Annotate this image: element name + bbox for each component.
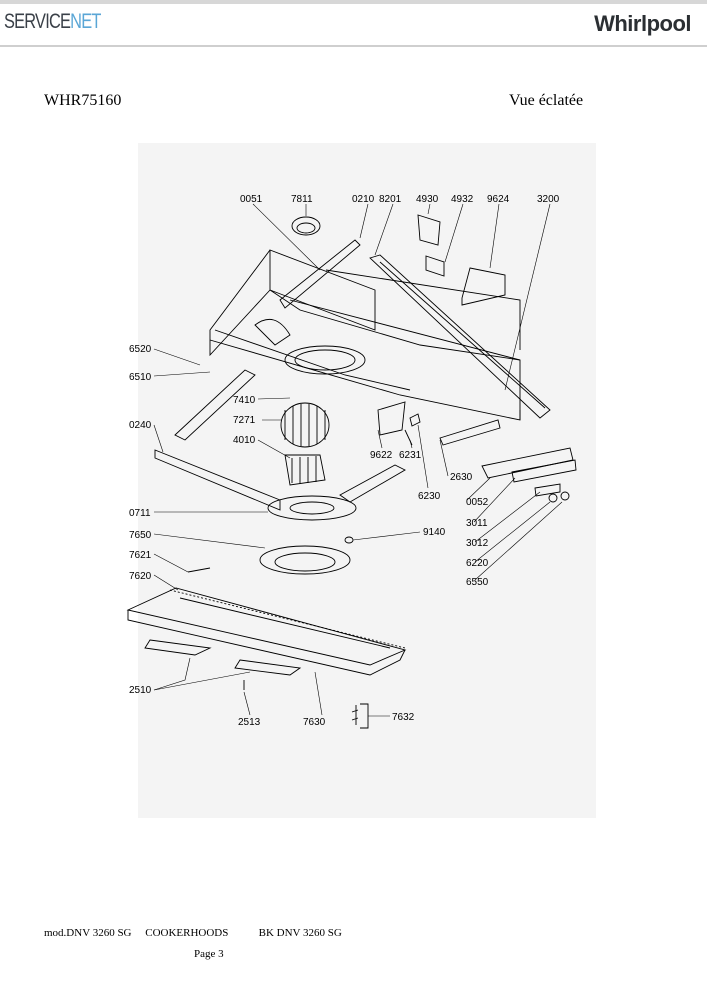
part-label-6230: 6230: [418, 491, 441, 502]
view-title: Vue éclatée: [509, 92, 584, 109]
model-number: WHR75160: [44, 92, 122, 109]
part-label-4932: 4932: [451, 194, 474, 205]
part-label-6231: 6231: [399, 450, 422, 461]
part-label-7650: 7650: [129, 530, 152, 541]
part-label-6550: 6550: [466, 577, 489, 588]
part-label-9622: 9622: [370, 450, 393, 461]
servicenet-logo: SERVICENET: [4, 10, 101, 33]
part-label-7811: 7811: [291, 194, 313, 205]
hood-body: [209, 249, 521, 421]
part-label-6510: 6510: [129, 372, 152, 383]
part-label-9624: 9624: [487, 194, 510, 205]
part-label-6220: 6220: [466, 558, 489, 569]
part-label-0711: 0711: [129, 508, 151, 519]
part-label-7632: 7632: [392, 712, 415, 723]
part-label-2630: 2630: [450, 472, 473, 483]
part-label-3200: 3200: [537, 194, 560, 205]
part-label-7620: 7620: [129, 571, 152, 582]
part-label-9140: 9140: [423, 527, 446, 538]
part-label-0240: 0240: [129, 420, 152, 431]
footer-model-line: mod.DNV 3260 SG COOKERHOODS BK DNV 3260 …: [44, 927, 342, 939]
part-label-0052: 0052: [466, 497, 489, 508]
footer-page-number: Page 3: [194, 948, 224, 960]
part-label-8201: 8201: [379, 194, 402, 205]
whirlpool-logo: Whirlpool: [594, 11, 691, 36]
part-label-2513: 2513: [238, 717, 261, 728]
part-label-7621: 7621: [129, 550, 152, 561]
part-label-6520: 6520: [129, 344, 152, 355]
part-label-2510: 2510: [129, 685, 152, 696]
header-divider: [0, 45, 707, 47]
top-rails: [279, 239, 551, 419]
part-label-7410: 7410: [233, 395, 256, 406]
part-label-4010: 4010: [233, 435, 256, 446]
part-label-7630: 7630: [303, 717, 326, 728]
part-label-4930: 4930: [416, 194, 439, 205]
part-label-3011: 3011: [466, 518, 488, 529]
part-label-7271: 7271: [233, 415, 256, 426]
part-label-0210: 0210: [352, 194, 375, 205]
part-label-0051: 0051: [240, 194, 263, 205]
top-border: [0, 0, 707, 4]
part-label-3012: 3012: [466, 538, 489, 549]
